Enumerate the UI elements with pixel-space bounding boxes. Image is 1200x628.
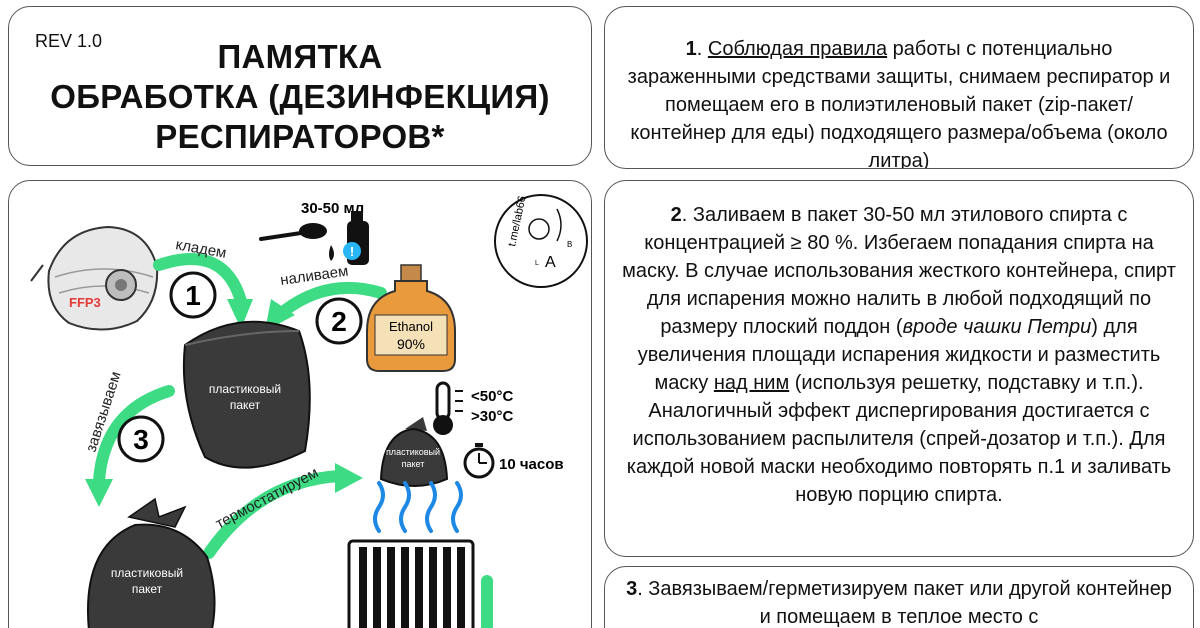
step1-badge: 1 bbox=[169, 271, 217, 319]
title-card: REV 1.0 ПАМЯТКА ОБРАБОТКА (ДЕЗИНФЕКЦИЯ) … bbox=[8, 6, 592, 166]
arrow-3 bbox=[93, 385, 175, 487]
svg-text:A: A bbox=[545, 254, 556, 271]
large-bag-icon: пластиковый пакет bbox=[87, 497, 216, 628]
svg-text:пакет: пакет bbox=[402, 459, 425, 469]
heat-waves-icon bbox=[373, 481, 463, 533]
bag-label-2: пакет bbox=[230, 398, 261, 412]
temp-min: >30°C bbox=[471, 408, 513, 425]
bag-label-1: пластиковый bbox=[209, 382, 281, 396]
step-1-number: 1 bbox=[685, 38, 697, 60]
thermometer-icon bbox=[433, 381, 463, 435]
step-1-text: 1. Соблюдая правила работы с потенциальн… bbox=[627, 38, 1171, 169]
arrow-1 bbox=[153, 252, 247, 307]
illustration-card: FFP3 кладем 1 наливаем 2 завязываем 3 bbox=[8, 180, 592, 628]
svg-text:B: B bbox=[567, 240, 572, 249]
step-2-card: 2. Заливаем в пакет 30-50 мл этилового с… bbox=[604, 180, 1194, 557]
temp-max: <50°C bbox=[471, 388, 513, 405]
step3-badge: 3 bbox=[117, 415, 165, 463]
duration-label: 10 часов bbox=[499, 456, 564, 473]
step4-verb: термостатируем bbox=[213, 464, 321, 532]
spray-icon: ! bbox=[343, 211, 369, 265]
stamp-icon: t.me/lab66 B L A bbox=[494, 194, 588, 288]
svg-text:!: ! bbox=[350, 244, 354, 259]
arrow-2 bbox=[278, 281, 387, 317]
heater-icon bbox=[347, 539, 475, 628]
page-title: ПАМЯТКА ОБРАБОТКА (ДЕЗИНФЕКЦИЯ) РЕСПИРАТ… bbox=[9, 37, 591, 157]
mask-label: FFP3 bbox=[69, 295, 101, 310]
svg-text:2: 2 bbox=[331, 306, 347, 337]
rules-link-text: Соблюдая правила bbox=[707, 38, 888, 60]
title-line-1: ПАМЯТКА bbox=[217, 38, 383, 75]
mask-icon: FFP3 bbox=[30, 225, 159, 331]
procedure-illustration: FFP3 кладем 1 наливаем 2 завязываем 3 bbox=[30, 194, 588, 628]
bottle-label-2: 90% bbox=[397, 336, 425, 352]
small-bag-icon: пластиковый пакет bbox=[379, 417, 449, 487]
dose-label: 30-50 мл bbox=[301, 200, 364, 217]
svg-text:L: L bbox=[535, 260, 539, 267]
title-line-3: РЕСПИРАТОРОВ* bbox=[155, 118, 445, 155]
step-2-text: 2. Заливаем в пакет 30-50 мл этилового с… bbox=[622, 204, 1176, 506]
svg-text:пластиковый: пластиковый bbox=[111, 566, 183, 580]
step-2-number: 2 bbox=[670, 204, 682, 226]
svg-text:1: 1 bbox=[185, 280, 201, 311]
title-line-2: ОБРАБОТКА (ДЕЗИНФЕКЦИЯ) bbox=[50, 78, 550, 115]
revision-label: REV 1.0 bbox=[35, 31, 103, 51]
timer-icon bbox=[463, 443, 495, 479]
step-3-text: 3. Завязываем/герметизируем пакет или др… bbox=[626, 578, 1172, 628]
svg-text:3: 3 bbox=[133, 424, 149, 455]
spoon-icon bbox=[259, 223, 334, 261]
svg-text:пакет: пакет bbox=[132, 582, 163, 596]
step-3-number: 3 bbox=[626, 578, 638, 600]
svg-text:пластиковый: пластиковый bbox=[386, 447, 440, 457]
bottle-label-1: Ethanol bbox=[389, 319, 433, 334]
bottle-icon: Ethanol 90% bbox=[366, 264, 456, 372]
step-1-card: 1. Соблюдая правила работы с потенциальн… bbox=[604, 6, 1194, 169]
step2-badge: 2 bbox=[315, 297, 363, 345]
bag-icon: пластиковый пакет bbox=[182, 320, 311, 469]
arrow-4 bbox=[203, 470, 345, 559]
arrows bbox=[93, 252, 493, 628]
step-3-card: 3. Завязываем/герметизируем пакет или др… bbox=[604, 566, 1194, 628]
